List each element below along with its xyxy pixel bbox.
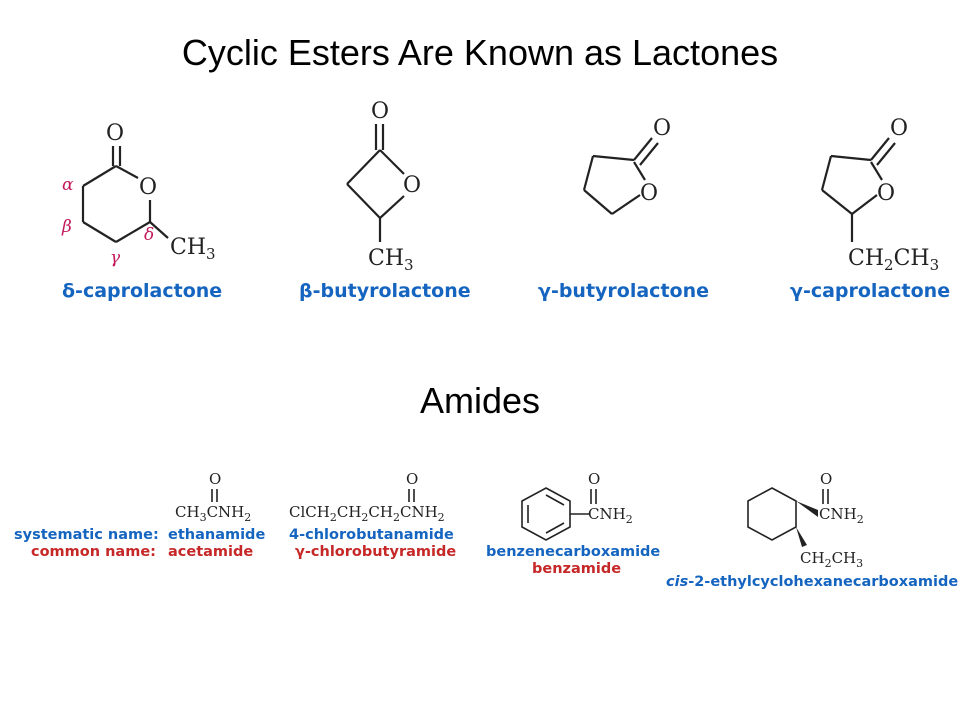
amide1-common: acetamide — [168, 544, 253, 560]
ethylcyclohexanecarboxamide-structure: O CNH2 CH2CH3 — [747, 470, 864, 570]
amide3-common: benzamide — [532, 561, 621, 577]
lactone-name-2: β-butyrolactone — [299, 280, 471, 302]
beta-butyrolactone-structure: O O CH3 — [346, 99, 421, 274]
page-title: Cyclic Esters Are Known as Lactones — [181, 32, 779, 73]
atom-ring-O: O — [877, 181, 895, 206]
formula-amide-group: CNH2 — [819, 505, 864, 526]
atom-O: O — [406, 470, 418, 488]
gamma-butyrolactone-structure: O O — [582, 116, 671, 215]
atom-CH3: CH3 — [170, 235, 216, 263]
amide4-cis-prefix: cis — [666, 574, 689, 590]
common-name-label: common name: — [31, 544, 156, 560]
atom-O: O — [653, 116, 671, 141]
formula-chlorobutanamide: ClCH2CH2CH2CNH2 — [289, 503, 445, 524]
amide2-common: γ-chlorobutyramide — [295, 544, 456, 560]
atom-O: O — [820, 470, 832, 488]
atom-O: O — [209, 470, 221, 488]
formula-ethanamide: CH3CNH2 — [175, 503, 251, 524]
gamma-caprolactone-structure: O O CH2CH3 — [820, 116, 939, 274]
lactone-name-4: γ-caprolactone — [790, 280, 950, 302]
atom-CH2CH3: CH2CH3 — [848, 246, 939, 274]
delta-caprolactone-structure: O O CH3 α β γ δ — [61, 121, 216, 268]
lactone-name-3: γ-butyrolactone — [538, 280, 709, 302]
atom-O: O — [371, 99, 389, 124]
formula-benzamide: CNH2 — [588, 505, 633, 526]
amide4-systematic-rest: -2-ethylcyclohexanecarboxamide — [688, 574, 958, 590]
amide4-systematic: cis-2-ethylcyclohexanecarboxamide — [666, 574, 958, 590]
atom-ring-O: O — [640, 181, 658, 206]
lactone-name-1: δ-caprolactone — [62, 280, 222, 302]
systematic-name-label: systematic name: — [14, 527, 159, 543]
atom-ring-O: O — [139, 175, 157, 200]
benzamide-structure: O CNH2 — [521, 470, 633, 541]
formula-ethyl-group: CH2CH3 — [800, 549, 863, 570]
atom-O: O — [106, 121, 124, 146]
amide1-systematic: ethanamide — [168, 527, 265, 543]
atom-CH3: CH3 — [368, 246, 414, 274]
alpha-label: α — [62, 175, 74, 195]
atom-O: O — [588, 470, 600, 488]
beta-label: β — [61, 217, 72, 237]
delta-label: δ — [144, 225, 154, 245]
amide3-systematic: benzenecarboxamide — [486, 544, 660, 560]
chlorobutanamide-structure: O ClCH2CH2CH2CNH2 — [289, 470, 445, 524]
atom-O: O — [890, 116, 908, 141]
atom-ring-O: O — [403, 173, 421, 198]
gamma-label: γ — [110, 248, 121, 268]
amide2-systematic: 4-chlorobutanamide — [289, 527, 454, 543]
amides-heading: Amides — [419, 380, 541, 421]
ethanamide-structure: O CH3CNH2 — [175, 470, 251, 524]
